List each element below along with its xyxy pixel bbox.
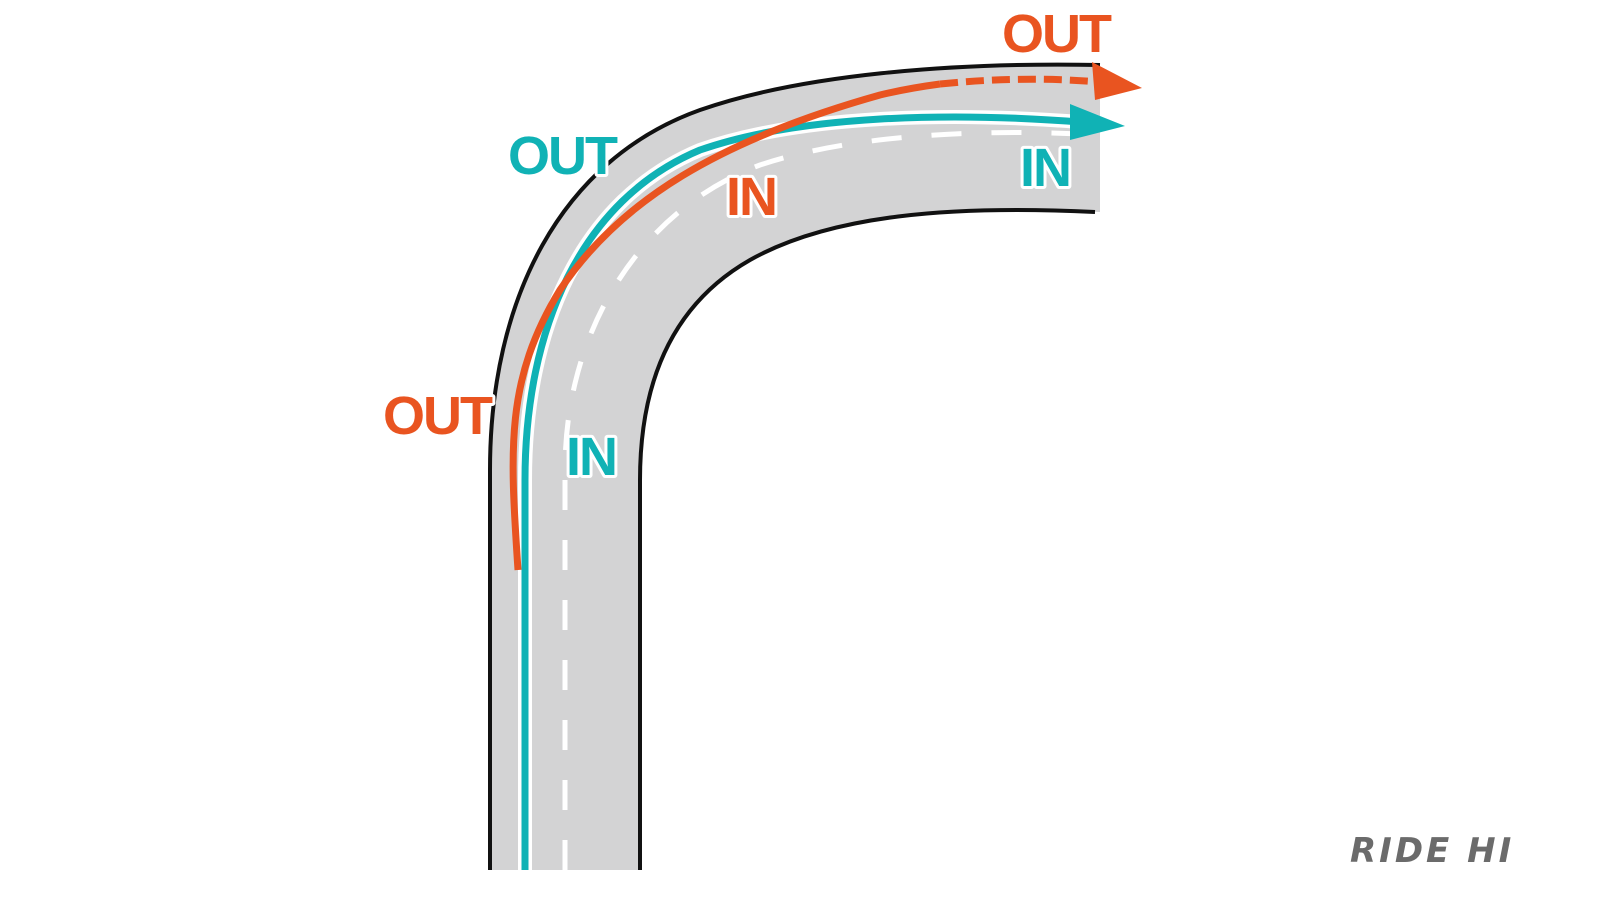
orange-out-top-label: OUT <box>1002 4 1112 64</box>
orange-arrow-head-icon <box>1092 62 1142 100</box>
teal-arrow-head-icon <box>1070 104 1125 140</box>
road-surface <box>490 64 1100 870</box>
orange-line-path <box>509 80 941 571</box>
teal-out-label: OUT <box>508 126 618 186</box>
orange-line-dashed <box>939 75 1101 88</box>
teal-line-path-core <box>521 113 1081 870</box>
road-inner-edge <box>638 208 1096 870</box>
orange-in-label: IN <box>726 167 776 227</box>
road-center-line <box>562 130 1101 870</box>
ride-hi-logo: RIDE HI <box>1350 831 1514 871</box>
teal-in-right-label: IN <box>1020 138 1070 198</box>
teal-in-left-label: IN <box>566 427 616 487</box>
road-outer-edge <box>488 62 1101 870</box>
orange-out-left-label: OUT <box>383 386 493 446</box>
